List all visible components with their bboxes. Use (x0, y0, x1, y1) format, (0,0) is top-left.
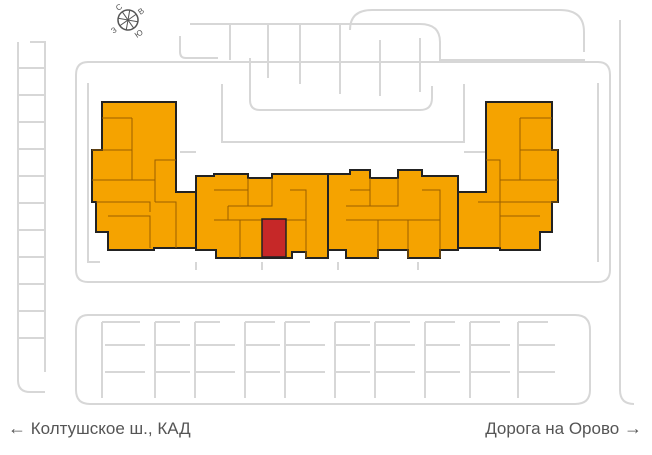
building-section-center-left[interactable] (195, 173, 329, 259)
building-section-west-wing[interactable] (91, 101, 197, 251)
building-complex (91, 101, 559, 259)
arrow-right-icon: → (624, 418, 642, 438)
compass-west: З (109, 25, 118, 35)
compass-rose: С В Ю З (109, 2, 146, 40)
selected-section[interactable] (261, 218, 287, 258)
compass-east: В (136, 6, 146, 16)
road-network (17, 9, 635, 405)
arrow-left-icon: ← (8, 418, 26, 438)
direction-left: ← Колтушское ш., КАД (8, 418, 191, 439)
direction-right: Дорога на Орово → (485, 418, 642, 439)
compass-north: С (114, 2, 124, 13)
compass-south: Ю (133, 28, 145, 40)
building-section-east-wing[interactable] (457, 101, 559, 251)
direction-right-label: Дорога на Орово (485, 419, 620, 438)
direction-left-label: Колтушское ш., КАД (30, 419, 191, 438)
building-section-center-right[interactable] (327, 169, 459, 259)
